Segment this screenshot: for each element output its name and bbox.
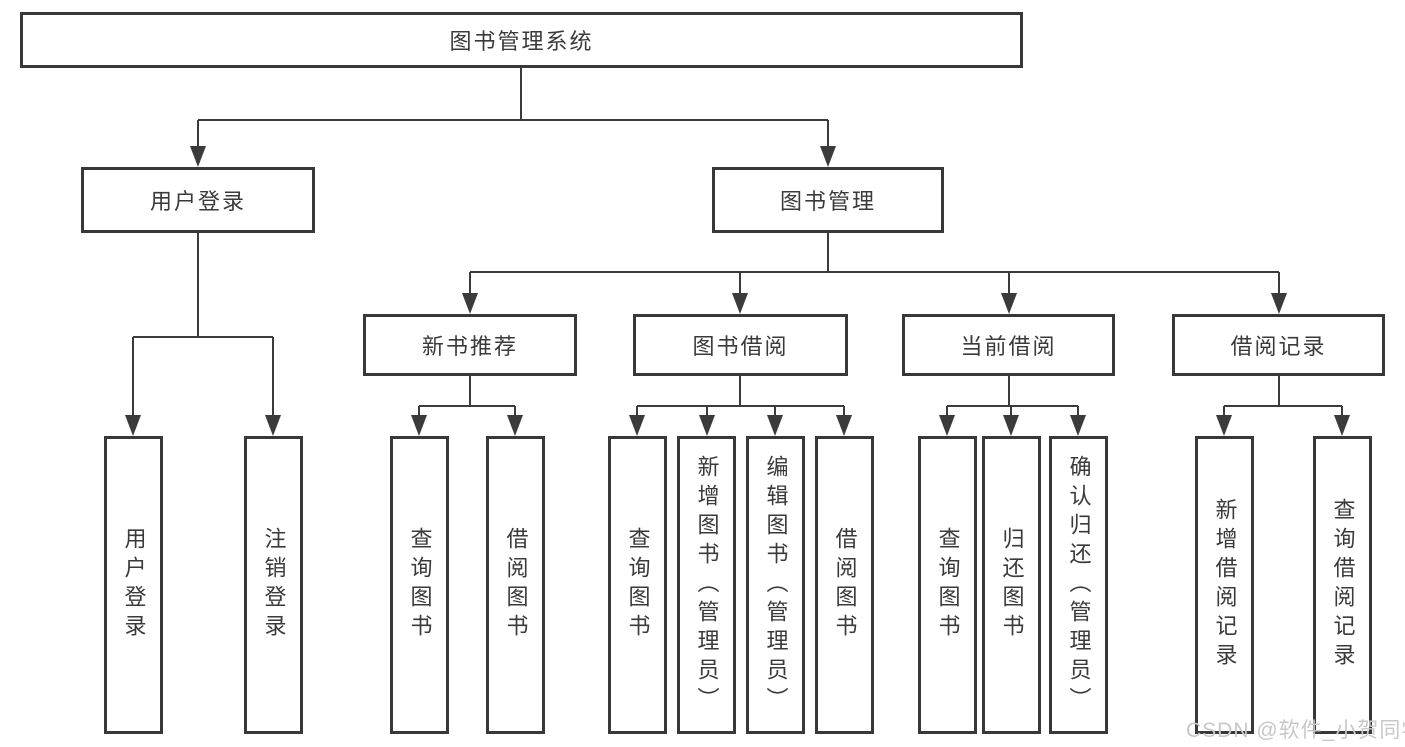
node-user-login-branch: 用户登录 [81,167,315,233]
arrowhead-icon [767,415,783,436]
node-query-borrowing-record: 查询借阅记录 [1313,436,1372,734]
node-logout-login: 注销登录 [244,436,303,734]
arrowhead-icon [939,415,955,436]
connector-book-management-to-level3 [462,233,1287,314]
node-return-books: 归还图书 [982,436,1041,734]
arrowhead-icon [462,293,478,314]
arrowhead-icon [507,415,523,436]
node-confirm-return-admin: 确认归还（管理员） [1049,436,1108,734]
arrowhead-icon [1334,415,1350,436]
node-book-borrowing: 图书借阅 [633,314,848,376]
node-edit-books-admin: 编辑图书（管理员） [746,436,805,734]
node-query-books-3: 查询图书 [918,436,977,734]
node-library-management-system: 图书管理系统 [20,12,1023,68]
node-new-book-recommendation: 新书推荐 [363,314,577,376]
arrowhead-icon [1271,293,1287,314]
node-current-borrowing: 当前借阅 [902,314,1115,376]
arrowhead-icon [265,415,281,436]
node-book-management: 图书管理 [712,167,944,233]
node-add-borrowing-record: 新增借阅记录 [1195,436,1254,734]
watermark: CSDN @软件_小贺同学 [1186,719,1405,742]
node-borrowing-records: 借阅记录 [1172,314,1385,376]
arrowhead-icon [820,146,836,167]
arrowhead-icon [1070,415,1086,436]
arrowhead-icon [629,415,645,436]
connector-new-book-recommendation-to-leaves [411,376,523,436]
node-borrow-books-1: 借阅图书 [486,436,545,734]
connector-borrowing-records-to-leaves [1216,376,1350,436]
connector-current-borrowing-to-leaves [939,376,1086,436]
node-add-books-admin: 新增图书（管理员） [677,436,736,734]
node-query-books-2: 查询图书 [608,436,667,734]
arrowhead-icon [125,415,141,436]
arrowhead-icon [732,293,748,314]
connector-user-login-to-leaves [125,233,281,436]
arrowhead-icon [836,415,852,436]
arrowhead-icon [699,415,715,436]
connector-book-borrowing-to-leaves [629,376,852,436]
arrowhead-icon [1216,415,1232,436]
arrowhead-icon [1001,293,1017,314]
arrowhead-icon [411,415,427,436]
arrowhead-icon [190,146,206,167]
arrowhead-icon [1003,415,1019,436]
connector-root-to-level2 [190,68,836,167]
node-query-books-1: 查询图书 [390,436,449,734]
node-user-login: 用户登录 [104,436,163,734]
node-borrow-books-2: 借阅图书 [815,436,874,734]
